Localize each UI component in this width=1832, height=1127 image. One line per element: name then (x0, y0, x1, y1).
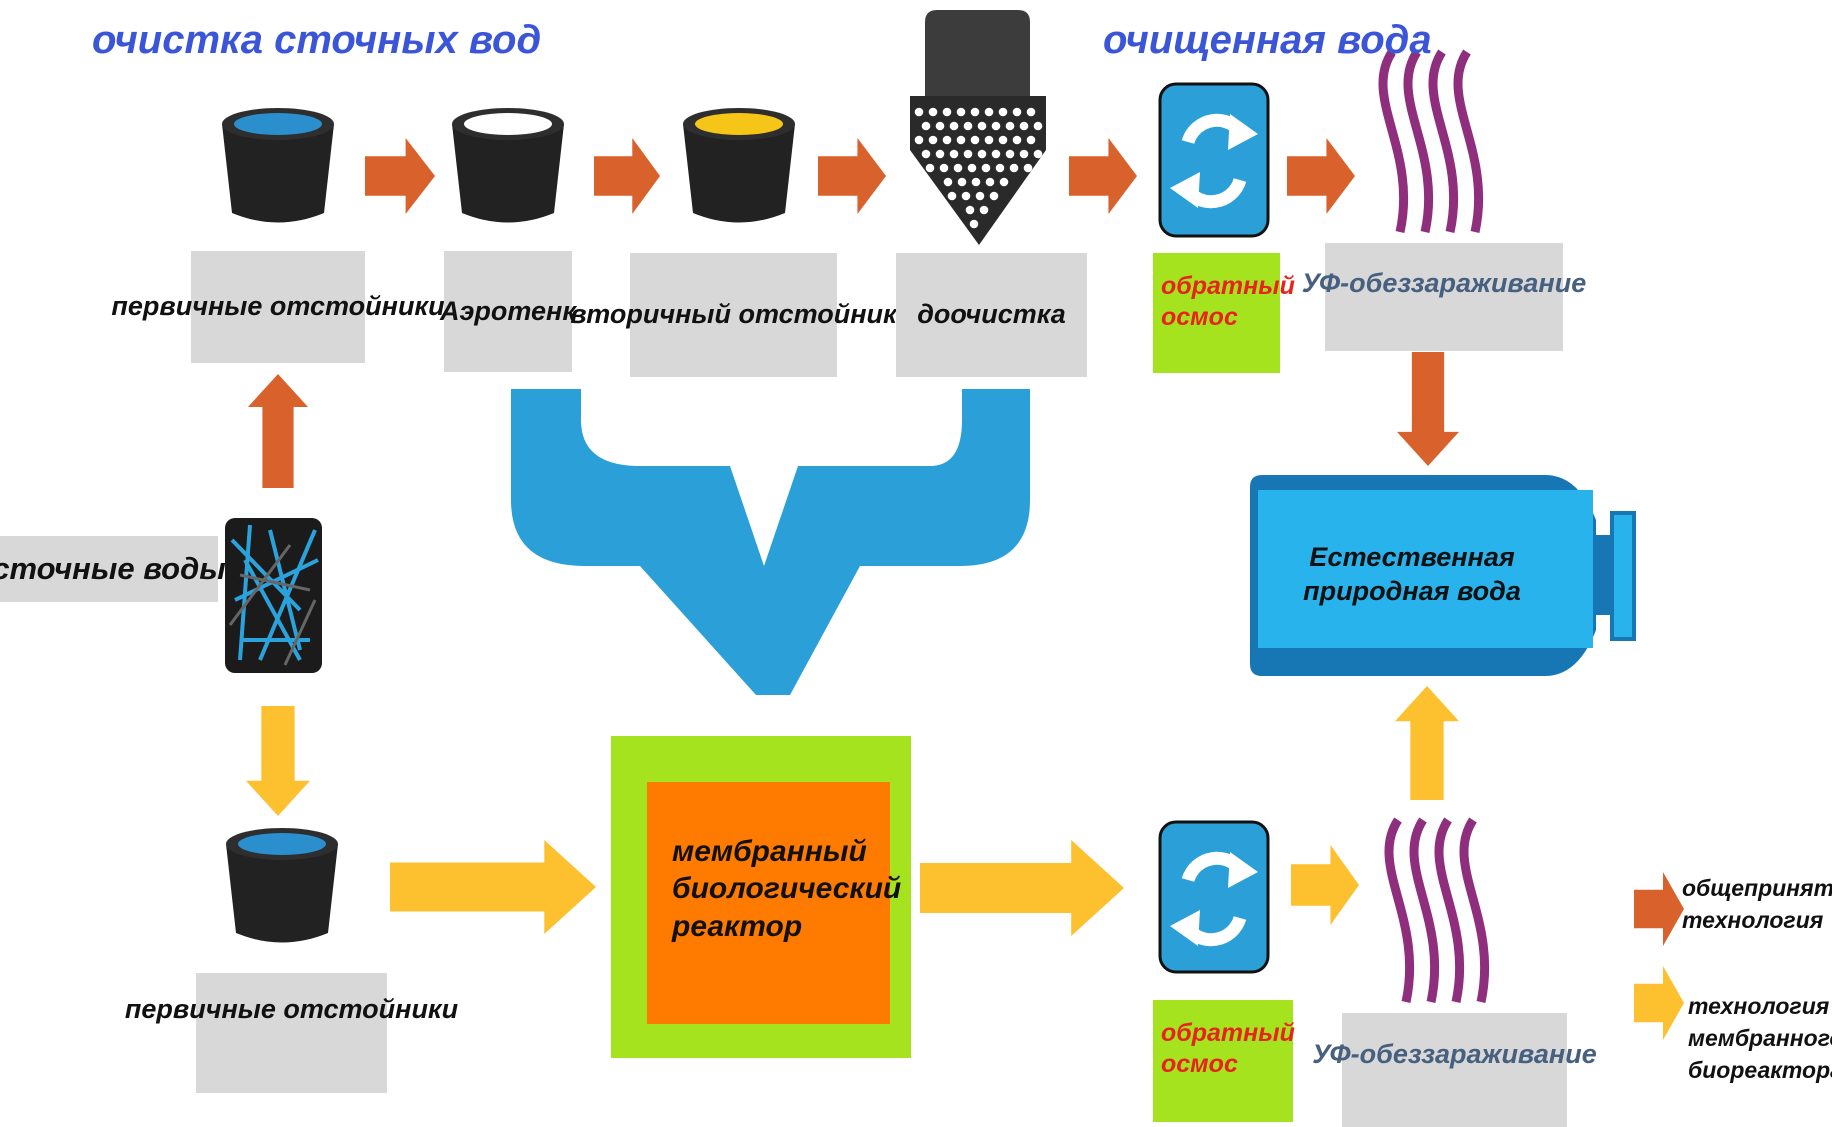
arrow-aerotank-to-secondary (594, 138, 660, 214)
bucket-primary-bottom-icon (226, 828, 338, 943)
legend-mbr-label: технология мембранного биореактора (1688, 993, 1832, 1084)
post-treatment-label: доочистка (896, 253, 1087, 377)
arrow-uv-bottom-to-vessel (1395, 686, 1459, 800)
arrow-primary-to-aerotank (365, 138, 435, 214)
arrow-sewage-down-to-primary (246, 706, 310, 816)
legend-arrow-conventional (1634, 872, 1684, 946)
legend-conventional-label: общепринятая технология (1682, 875, 1832, 934)
legend-arrow-mbr (1634, 966, 1684, 1040)
arrow-primary-to-mbr (390, 840, 596, 934)
aerotank-label: Аэротенк (440, 251, 576, 372)
merge-pipe (511, 389, 1030, 695)
reverse-osmosis-bottom-icon (1158, 820, 1270, 974)
natural-water-vessel-icon (1250, 475, 1636, 676)
reverse-osmosis-bottom-label: обратный осмос (1153, 1000, 1295, 1122)
primary-settlers-bottom-label: первичные отстойники (125, 973, 458, 1093)
sewage-block-icon (225, 518, 322, 673)
arrow-mbr-to-osmosis (920, 840, 1124, 936)
right-title: очищенная вода (1103, 18, 1432, 62)
primary-settlers-top-label: первичные отстойники (111, 251, 445, 363)
uv-waves-top-icon (1378, 49, 1484, 233)
reverse-osmosis-top-icon (1158, 82, 1270, 238)
sewage-label: сточные воды (0, 536, 226, 602)
bucket-primary-top-icon (222, 108, 334, 223)
uv-waves-bottom-icon (1384, 817, 1490, 1003)
filter-funnel-icon (910, 10, 1046, 245)
uv-disinfection-top-label: УФ-обеззараживание (1302, 243, 1586, 351)
secondary-settler-label: вторичный отстойник (570, 253, 897, 377)
arrow-uv-top-to-vessel (1397, 352, 1459, 466)
mbr-inner-box (647, 782, 890, 1024)
uv-disinfection-bottom-label: УФ-обеззараживание (1312, 1013, 1597, 1127)
arrow-posttreat-to-osmosis (1069, 138, 1137, 214)
bucket-aerotank-icon (452, 108, 564, 223)
arrow-secondary-to-posttreat (818, 138, 886, 214)
natural-water-label: Естественная природная вода (1303, 542, 1521, 606)
mbr-label: мембранный биологический реактор (672, 834, 902, 943)
arrow-osmosis-to-uv-top (1287, 138, 1355, 214)
left-title: очистка сточных вод (92, 18, 542, 62)
bucket-secondary-icon (683, 108, 795, 223)
arrow-sewage-up-to-primary (248, 374, 308, 488)
arrow-osmosis-to-uv-bottom (1291, 845, 1359, 925)
reverse-osmosis-top-label: обратный осмос (1153, 253, 1295, 373)
